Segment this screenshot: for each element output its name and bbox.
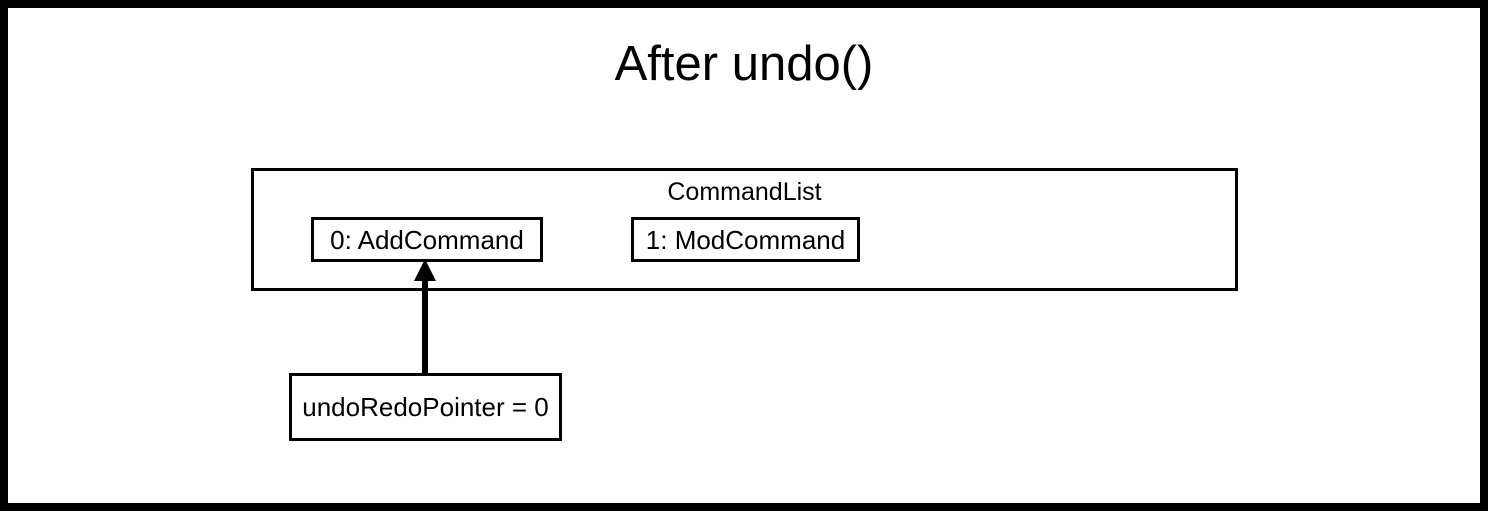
page-title: After undo()	[614, 37, 874, 91]
command-list-label: CommandList	[667, 178, 822, 206]
undo-redo-pointer-box[interactable]: undoRedoPointer = 0	[289, 373, 562, 441]
pointer-arrow-icon	[414, 259, 436, 380]
command-list-item-1[interactable]: 1: ModCommand	[631, 217, 860, 262]
command-list-item-0[interactable]: 0: AddCommand	[311, 217, 543, 262]
